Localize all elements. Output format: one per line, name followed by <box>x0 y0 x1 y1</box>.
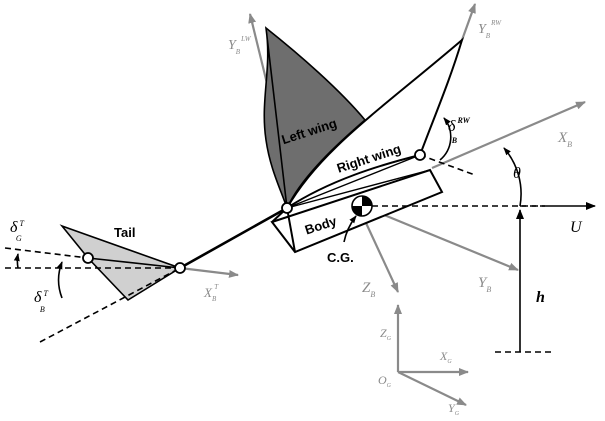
yg-axis-arrow <box>397 371 467 406</box>
zb-label: ZB <box>362 280 375 299</box>
yb-lw-label: YBLW <box>228 35 252 56</box>
delta-g-t-arc <box>13 253 20 269</box>
hinges <box>82 149 426 274</box>
tail-chord-extension <box>4 247 89 259</box>
right-wing-root-line <box>286 154 421 209</box>
delta-b-rw-arc <box>439 117 452 161</box>
cg-symbol <box>351 195 373 217</box>
yb-rw-label: YBRW <box>478 19 502 40</box>
ground-frame <box>394 304 469 406</box>
tail-boom <box>179 206 288 270</box>
yb-label: YB <box>478 275 491 294</box>
theta-arc <box>503 147 522 207</box>
dashed-lines <box>4 154 555 353</box>
cg-pointer-arrow <box>343 215 357 243</box>
tail-shape <box>59 224 182 302</box>
zg-label: ZG <box>380 326 392 342</box>
yb-axis-arrow <box>371 208 519 272</box>
tail-body-axis-extension <box>39 267 181 343</box>
og-label: OG <box>378 373 392 389</box>
xb-label: XB <box>557 130 572 149</box>
u-label: U <box>570 219 583 236</box>
wing-root-hinge <box>281 202 293 214</box>
delta-b-t-arc <box>56 261 63 299</box>
body-top-line <box>286 169 431 209</box>
right-wing-hinge <box>414 149 426 161</box>
h-label: h <box>536 289 545 306</box>
xb-axis-arrow <box>431 100 586 170</box>
theta-label: θ <box>513 165 521 182</box>
right-wing-shape <box>286 37 464 209</box>
xb-t-axis-arrow <box>179 266 239 278</box>
cg-label: C.G. <box>327 250 354 265</box>
tail-front-hinge <box>82 252 94 264</box>
yb-rw-axis-arrow <box>460 3 477 41</box>
tail-chord <box>87 257 181 269</box>
xg-label: XG <box>439 349 452 365</box>
tail-hinge <box>174 262 186 274</box>
yg-label: YG <box>448 401 460 417</box>
tail-label: Tail <box>114 225 135 240</box>
xb-t-label: XBT <box>203 283 219 303</box>
